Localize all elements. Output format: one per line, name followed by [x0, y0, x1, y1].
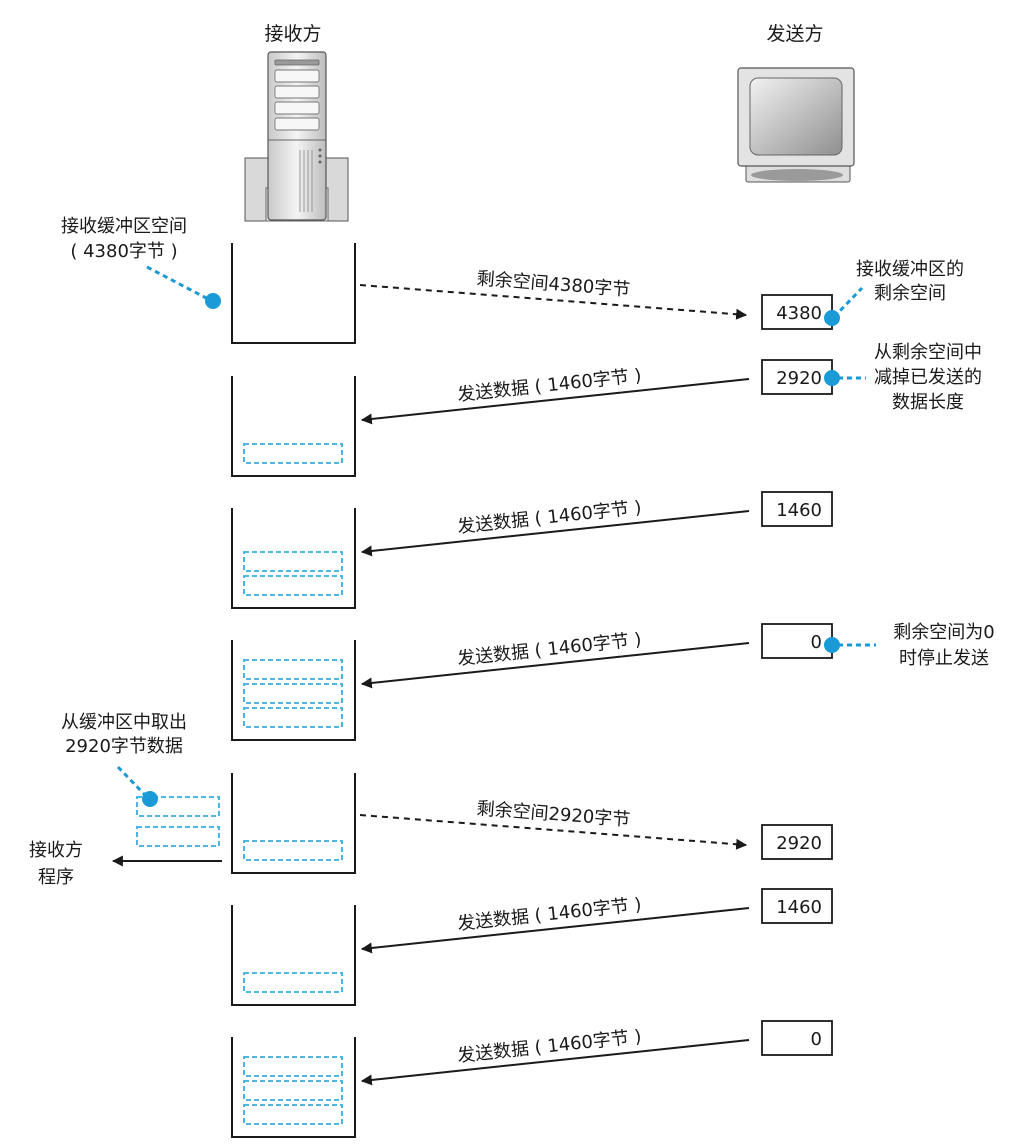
buffered-segment — [243, 840, 343, 861]
buffer-size-label: ( 4380字节 ) — [70, 241, 177, 262]
window-counter-value: 0 — [811, 632, 822, 653]
window-counter-box — [761, 888, 833, 924]
data-send-arrow — [360, 642, 750, 689]
crt-monitor-icon — [737, 67, 855, 183]
receiver-header: 接收方 — [264, 23, 321, 45]
window-counter-value: 0 — [811, 1029, 822, 1050]
stop-label-1: 剩余空间为0 — [893, 622, 994, 643]
buffer-space-dot — [205, 293, 221, 309]
window-counter-box — [761, 491, 833, 527]
buffered-segment — [243, 1056, 343, 1077]
extracted-segment — [136, 796, 220, 817]
buffered-segment — [243, 1080, 343, 1101]
extracted-segment — [136, 826, 220, 847]
receive-buffer — [231, 773, 356, 874]
window-advertisement-arrow — [359, 284, 748, 320]
receive-buffer — [231, 243, 356, 344]
subtract-dot — [824, 370, 840, 386]
data-send-arrow — [360, 1039, 750, 1086]
subtract-label-2: 减掉已发送的 — [874, 367, 982, 388]
receive-buffer — [231, 640, 356, 741]
server-tower-icon — [244, 51, 349, 222]
take-out-leader — [116, 765, 148, 798]
take-out-label-1: 从缓冲区中取出 — [61, 712, 187, 733]
window-counter-box — [761, 359, 833, 395]
receive-buffer — [231, 376, 356, 477]
remaining-space-dot — [824, 310, 840, 326]
buffer-space-label: 接收缓冲区空间 — [61, 216, 187, 237]
remaining-space-leader — [832, 286, 864, 319]
window-advertisement-label: 剩余空间4380字节 — [476, 268, 631, 300]
window-counter-box — [761, 623, 833, 659]
receiver-program-label-1: 接收方 — [29, 840, 83, 861]
receive-buffer — [231, 905, 356, 1006]
buffered-segment — [243, 683, 343, 704]
window-counter-value: 2920 — [776, 368, 822, 389]
window-counter-value: 4380 — [776, 303, 822, 324]
data-send-arrow — [360, 378, 750, 425]
take-out-label-2: 2920字节数据 — [65, 736, 183, 757]
receiver-program-label-2: 程序 — [38, 867, 74, 888]
window-advertisement-label: 剩余空间2920字节 — [476, 798, 631, 830]
data-send-arrow — [360, 907, 750, 954]
window-counter-box — [761, 1020, 833, 1056]
buffered-segment — [243, 1104, 343, 1125]
window-counter-value: 1460 — [776, 897, 822, 918]
buffered-segment — [243, 659, 343, 680]
subtract-label-1: 从剩余空间中 — [874, 342, 982, 363]
window-counter-box — [761, 294, 833, 330]
receive-buffer — [231, 508, 356, 609]
buffered-segment — [243, 972, 343, 993]
window-counter-value: 1460 — [776, 500, 822, 521]
window-counter-box — [761, 824, 833, 860]
take-out-dot — [142, 791, 158, 807]
buffered-segment — [243, 575, 343, 596]
buffer-space-leader — [146, 265, 211, 302]
buffered-segment — [243, 707, 343, 728]
window-advertisement-arrow — [359, 814, 748, 850]
sender-header: 发送方 — [766, 23, 823, 45]
stop-label-2: 时停止发送 — [899, 648, 989, 669]
subtract-label-3: 数据长度 — [892, 392, 964, 413]
data-send-arrow — [360, 510, 750, 557]
buffered-segment — [243, 551, 343, 572]
extracted-segments — [136, 796, 220, 847]
window-counter-value: 2920 — [776, 833, 822, 854]
remaining-space-label: 接收缓冲区的 — [856, 259, 964, 280]
receive-buffer — [231, 1037, 356, 1138]
remaining-space-label-2: 剩余空间 — [874, 283, 946, 304]
stop-dot — [824, 637, 840, 653]
buffered-segment — [243, 443, 343, 464]
